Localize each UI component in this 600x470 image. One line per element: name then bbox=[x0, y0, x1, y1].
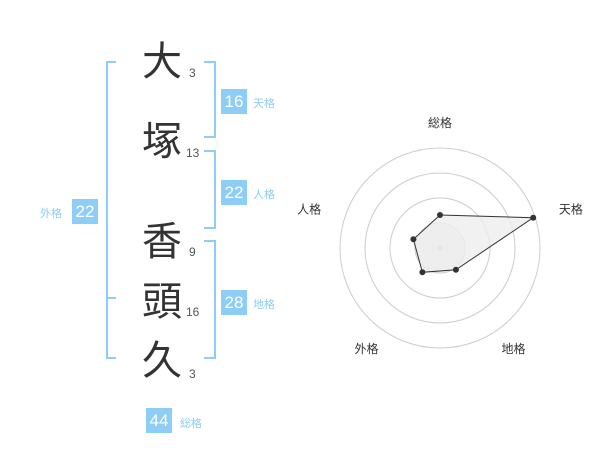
chikaku-value: 28 bbox=[221, 290, 247, 315]
radar-point-2 bbox=[530, 214, 537, 221]
radar-ring-4 bbox=[339, 147, 541, 349]
radar-axis-label-4: 外格 bbox=[354, 341, 378, 356]
gaikaku-bracket bbox=[106, 61, 116, 359]
stroke-count-1: 3 bbox=[189, 66, 196, 80]
radar-ring-3 bbox=[364, 172, 516, 324]
soukaku-label: 総格 bbox=[180, 417, 202, 430]
name-char-3: 香 bbox=[142, 219, 182, 265]
radar-ring-2 bbox=[389, 197, 491, 299]
tenkaku-label: 天格 bbox=[253, 97, 275, 110]
chikaku-label: 地格 bbox=[253, 298, 275, 311]
name-char-5: 久 bbox=[142, 338, 182, 384]
gaikaku-bracket-mid-tick bbox=[106, 297, 116, 299]
radar-point-3 bbox=[452, 266, 459, 273]
radar-data-polygon bbox=[412, 214, 535, 273]
tenkaku-value: 16 bbox=[221, 89, 247, 114]
radar-axis-label-2: 天格 bbox=[559, 201, 583, 216]
radar-axis-label-5: 人格 bbox=[297, 201, 321, 216]
stroke-count-4: 16 bbox=[186, 305, 200, 319]
name-char-2: 塚 bbox=[142, 119, 182, 165]
radar-axis-label-1: 総格 bbox=[428, 115, 452, 130]
gaikaku-label: 外格 bbox=[40, 207, 62, 220]
radar-point-4 bbox=[419, 269, 426, 276]
soukaku-value: 44 bbox=[146, 408, 172, 433]
name-char-1: 大 bbox=[142, 39, 182, 85]
stroke-count-2: 13 bbox=[186, 146, 200, 160]
tenkaku-bracket bbox=[204, 61, 216, 138]
jinkaku-bracket bbox=[204, 150, 216, 229]
radar-point-1 bbox=[437, 212, 443, 218]
name-char-4: 頭 bbox=[142, 279, 182, 325]
jinkaku-label: 人格 bbox=[253, 188, 275, 201]
jinkaku-value: 22 bbox=[221, 180, 247, 205]
chikaku-bracket bbox=[204, 240, 216, 359]
gaikaku-value: 22 bbox=[72, 199, 98, 224]
stroke-count-3: 9 bbox=[189, 245, 196, 259]
radar-point-5 bbox=[410, 236, 417, 243]
radar-axis-label-3: 地格 bbox=[501, 341, 525, 356]
stroke-count-5: 3 bbox=[189, 367, 196, 381]
